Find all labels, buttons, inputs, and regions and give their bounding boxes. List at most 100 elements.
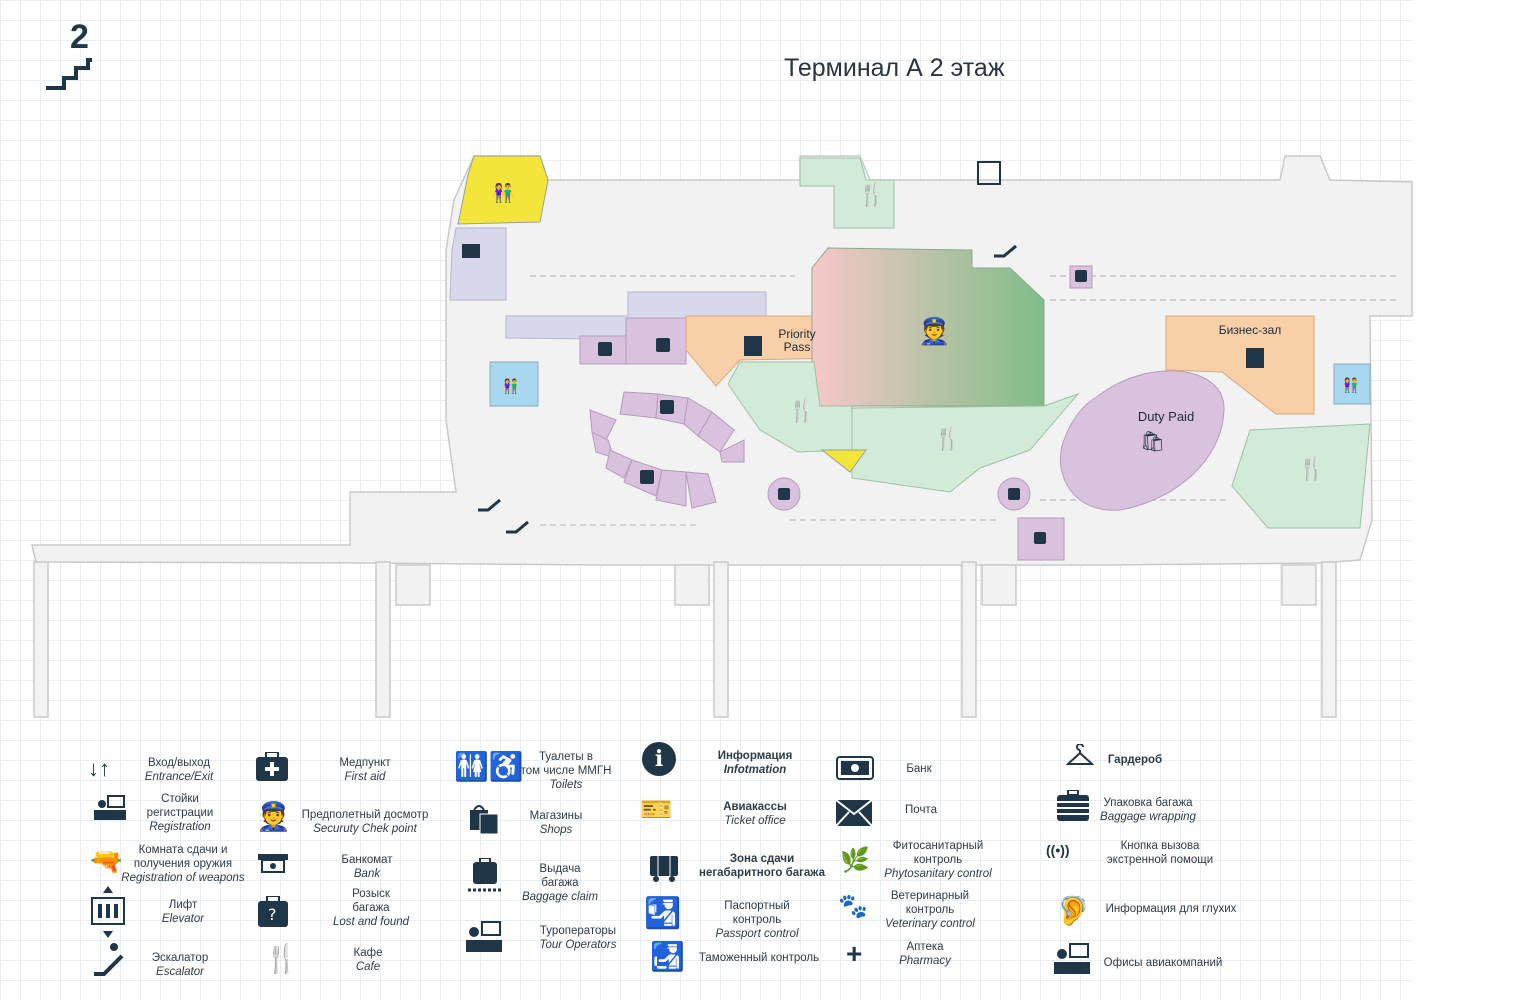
toilet-icon: 🚻♿ (454, 751, 524, 782)
elevator-icon (90, 886, 126, 938)
lost-baggage-icon: ? (258, 895, 288, 928)
legend-wardrobe: Гардероб (1107, 754, 1163, 766)
legend-airline-offices: Офисы авиакомпаний (1103, 957, 1223, 969)
tour-operators-icon (462, 244, 480, 258)
business-lounge-label: Бизнес-зал (1218, 323, 1282, 337)
information-icon: i (642, 742, 676, 776)
duty-paid-zone (1060, 370, 1225, 511)
pier-2-stairs (395, 564, 431, 606)
airline-office-icon (1054, 942, 1090, 976)
escalator-icon (506, 520, 529, 534)
pier-2 (375, 561, 391, 718)
shop-ring (589, 391, 745, 509)
ticket-icon: 🎫 (640, 794, 673, 824)
page-title: Терминал А 2 этаж (784, 54, 1005, 82)
security-icon: 👮 (918, 315, 950, 347)
toilet-icon: 👫 (502, 378, 520, 395)
stairs-icon (46, 58, 92, 90)
leaf-icon: 🌿 (840, 847, 870, 874)
shop-icon (1034, 532, 1046, 544)
bank-icon (836, 756, 874, 780)
cafe-icon: 🍴 (264, 943, 299, 974)
baggage-wrapping-icon (1056, 789, 1090, 824)
escalator-icon (994, 244, 1017, 258)
legend-emergency: Кнопка вызова экстренной помощи (1106, 840, 1214, 866)
lounge-icon (744, 336, 762, 356)
shop-icon (640, 470, 654, 484)
shop-icon (598, 342, 612, 356)
floor-number: 2 (70, 18, 89, 56)
escalator-icon (92, 942, 128, 978)
lounge-icon (1246, 348, 1264, 368)
pier-1 (33, 561, 49, 718)
pharmacy-plus-icon: + (846, 938, 863, 969)
pier-5 (1321, 561, 1337, 718)
elevator-icon (977, 161, 1001, 185)
legend-post: Почта (905, 804, 937, 816)
cafe-icon: 🍴 (788, 398, 815, 424)
pier-4-stairs (981, 564, 1017, 606)
pier-3 (713, 561, 729, 718)
customs-icon: 🛃 (650, 941, 685, 972)
legend-deaf-info: Информация для глухих (1105, 903, 1237, 915)
pier-4 (961, 561, 977, 718)
shop-icon: 🛍 (1140, 429, 1165, 453)
tour-operators-icon (466, 920, 502, 954)
shop-icon (1075, 270, 1087, 282)
security-checkpoint-zone (811, 247, 1045, 407)
cafe-icon: 🍴 (1298, 456, 1325, 482)
shop-icon (778, 488, 790, 500)
shopping-bag-icon (470, 802, 500, 835)
toilet-icon: 👫 (492, 182, 514, 204)
toilet-icon: 👫 (1342, 377, 1360, 394)
legend-oversize: Зона сдачи негабаритного багажа (699, 853, 825, 879)
pier-5-stairs (1281, 564, 1317, 606)
gate-piers (33, 561, 1337, 718)
security-icon: 👮 (256, 801, 291, 832)
registration-icon (94, 794, 126, 824)
emergency-button-icon: ((•)) (1046, 842, 1070, 858)
shop-icon (660, 400, 674, 414)
cafe-icon: 🍴 (934, 426, 961, 452)
duty-paid-label: Duty Paid (1137, 409, 1195, 424)
cafe-zone-right (1231, 423, 1371, 529)
toilet-zone-blue-right (1333, 363, 1371, 405)
shop-icon (656, 338, 670, 352)
deaf-info-icon: 🦻 (1056, 895, 1091, 926)
cafe-icon: 🍴 (858, 182, 885, 208)
legend-customs: Таможенный контроль (698, 952, 820, 964)
yellow-triangle-zone (820, 449, 867, 473)
escalator-icon (478, 498, 501, 512)
passport-control-icon: 🛂 (644, 897, 682, 930)
hanger-icon (1065, 743, 1095, 768)
oversize-baggage-icon (648, 852, 682, 882)
first-aid-icon (256, 751, 288, 782)
entrance-exit-icon: ↓↑ (88, 756, 110, 781)
business-lounge-zone (1165, 315, 1315, 415)
gun-icon: 🔫 (90, 846, 123, 876)
priority-pass-label: Priority Pass (778, 327, 816, 354)
atm-icon (258, 854, 288, 874)
paw-icon: 🐾 (838, 893, 868, 920)
toilet-zone-yellow (457, 155, 549, 225)
